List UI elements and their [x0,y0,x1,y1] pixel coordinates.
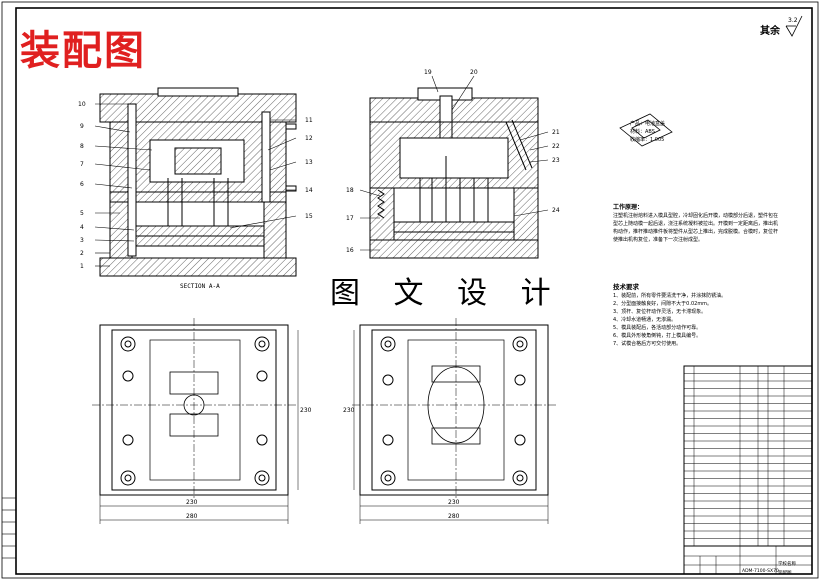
part-number: 19 [424,69,432,76]
dimensions-right [353,330,549,524]
tech-requirement-item: 7、试模合格后方可交付使用。 [613,341,682,347]
product-info: 产品：电池盒盖 材料：ABS 收缩率：1.005 [630,120,665,144]
section-view-left [99,87,297,277]
product-name: 产品：电池盒盖 [630,121,666,127]
part-number: 14 [305,187,313,194]
part-numbers-right: 19 20 21 22 23 24 18 17 16 [346,69,560,254]
tech-requirements-title: 技术要求 [613,283,639,291]
bottom-clamp-plate [99,257,297,277]
section-view-right [369,87,539,259]
part-number: 17 [346,215,354,222]
product-sketch [619,113,673,147]
part-number: 6 [80,181,84,188]
tech-requirement-item: 2、分型面接触良好，间隙不大于0.02mm。 [613,301,713,307]
tech-requirement-item: 1、装配前，所有零件要清洗干净，并涂抹防锈油。 [613,293,727,299]
rest-roughness-label: 其余 [760,26,780,37]
dimensions-left [99,330,299,524]
section-caption: SECTION A-A [180,283,220,290]
dimension-label: 230 [186,499,198,506]
tech-requirement-item: 3、顶杆、复位杆动作灵活，无卡滞现象。 [613,309,707,315]
sheet-inner-border [15,7,813,575]
part-number: 2 [80,250,84,257]
plan-view-left [92,318,296,500]
part-number: 16 [346,247,354,254]
part-number: 10 [78,101,86,108]
part-number: 9 [80,123,84,130]
part-number: 23 [552,157,560,164]
roughness-value: 3.2 [788,17,798,24]
tech-requirements-list: 1、装配前，所有零件要清洗干净，并涂抹防锈油。 2、分型面接触良好，间隙不大于0… [613,292,781,348]
dimension-label: 230 [343,407,355,414]
part-number: 15 [305,213,313,220]
part-numbers-left: 10 9 8 7 6 5 4 3 2 1 11 12 13 14 15 [78,101,313,270]
tech-requirement-item: 5、模具装配后，各活动部分动作可靠。 [613,325,702,331]
part-number: 8 [80,143,84,150]
title-block-school: 学校名称 [778,562,796,567]
working-principle-title: 工作原理： [613,204,644,211]
part-number: 1 [80,263,84,270]
spacer-block-right [263,201,287,259]
part-number: 22 [552,143,560,150]
part-number: 7 [80,161,84,168]
dimension-label: 280 [448,513,460,520]
part-number: 21 [552,129,560,136]
part-number: 12 [305,135,313,142]
part-number: 20 [470,69,478,76]
working-principle-text: 注塑机注射熔料进入模具型腔，冷却固化后开模，动模部分后退，塑件包在型芯上随动模一… [613,213,779,243]
roughness-symbol [785,15,803,37]
ejector-retainer [131,235,265,247]
part-number: 24 [552,207,560,214]
dimension-label: 230 [300,407,312,414]
product-material: 材料：ABS [630,129,655,135]
support-plate [109,191,287,203]
tech-requirement-item: 4、冷却水道畅通，无渗漏。 [613,317,677,323]
top-plate-right [369,97,539,123]
part-number: 3 [80,237,84,244]
tech-requirement-item: 6、模具外形棱角倒钝，打上模具编号。 [613,333,702,339]
watermark-text: 图 文 设 计 [330,276,563,311]
part-number: 18 [346,187,354,194]
dimension-label: 230 [448,499,460,506]
ejector-plate [131,225,265,237]
parts-list-table [683,365,813,575]
dimension-label: 280 [186,513,198,520]
part-number: 11 [305,117,313,124]
part-number: 4 [80,224,84,231]
part-number: 5 [80,210,84,217]
part-number: 13 [305,159,313,166]
leaders-right [359,75,549,251]
plan-view-right [352,318,556,500]
leaders-left [94,103,297,267]
binding-marks [2,497,16,559]
drawing-title: 装配图 [20,27,146,74]
title-block-drawing-number: ADM-7100-SX70 [742,569,779,574]
product-shrinkage: 收缩率：1.005 [630,137,665,143]
